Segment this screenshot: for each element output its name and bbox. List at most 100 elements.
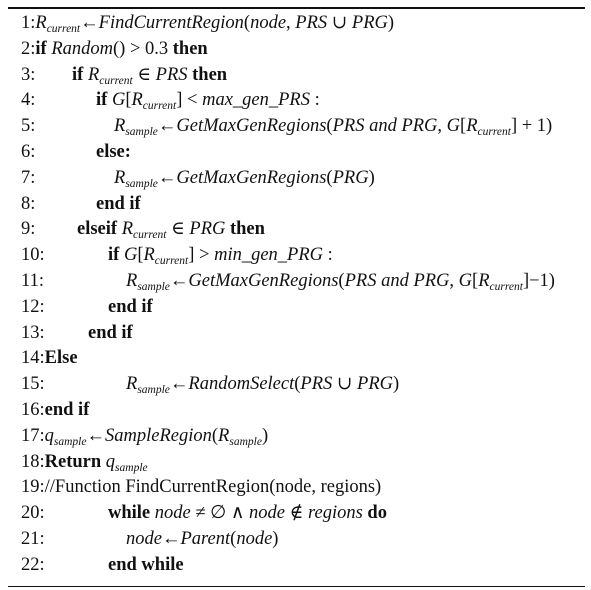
- subscript: current: [133, 229, 167, 242]
- code-token: ←: [169, 374, 189, 395]
- algorithm-line: 9:elseif Rcurrent ∈ PRG then: [21, 217, 581, 243]
- code-token: node: [249, 503, 286, 524]
- line-content: node←Parent(node): [72, 527, 278, 553]
- code-token: PRG: [332, 167, 369, 188]
- code-token: R: [126, 374, 138, 395]
- line-content: end while: [72, 553, 184, 579]
- code-token: max_gen_PRS: [202, 90, 310, 111]
- code-token: ←: [157, 167, 177, 188]
- code-token: R: [478, 270, 490, 291]
- algorithm-line: 1:Rcurrent←FindCurrentRegion(node, PRS ∪…: [21, 11, 581, 37]
- algorithm-line: 12: end if: [21, 295, 581, 321]
- algorithm-line: 10:if G[Rcurrent] > min_gen_PRG :: [21, 243, 581, 269]
- line-number: 13:: [21, 322, 45, 343]
- line-content: Rsample←GetMaxGenRegions(PRS and PRG, G[…: [72, 114, 552, 140]
- code-token: node: [126, 528, 162, 549]
- keyword: then: [225, 219, 265, 240]
- code-token: PRG: [189, 219, 226, 240]
- subscript: current: [46, 23, 81, 35]
- code-token: ): [368, 167, 375, 188]
- code-token: GetMaxGenRegions: [188, 270, 339, 291]
- algorithm-line: 19://Function FindCurrentRegion(node, re…: [21, 475, 581, 501]
- code-token: GetMaxGenRegions: [176, 116, 327, 137]
- code-token: R: [466, 116, 478, 137]
- code-token: (: [230, 528, 237, 549]
- code-token: (: [338, 270, 345, 291]
- code-token: ←: [80, 13, 99, 33]
- code-token: ←: [157, 116, 177, 137]
- line-number: 10:: [21, 245, 45, 266]
- line-number: 3:: [21, 64, 36, 85]
- algorithm-line: 14:Else: [21, 346, 581, 372]
- subscript: current: [99, 74, 133, 87]
- subscript: sample: [137, 384, 170, 397]
- line-number: 2:: [21, 38, 36, 59]
- code-token: ] + 1): [510, 116, 553, 137]
- code-token: ←: [86, 425, 105, 446]
- code-token: (: [326, 116, 333, 137]
- code-token: node: [250, 13, 287, 33]
- keyword: do: [362, 503, 387, 524]
- code-token: FindCurrentRegion: [98, 13, 244, 33]
- line-content: Rsample←GetMaxGenRegions(PRS and PRG, G[…: [72, 269, 555, 295]
- line-content: Rcurrent←FindCurrentRegion(node, PRS ∪ P…: [35, 11, 394, 37]
- code-token: (: [211, 425, 219, 446]
- line-number: 14:: [21, 348, 45, 369]
- line-content: qsample←SampleRegion(Rsample): [45, 424, 268, 450]
- code-token: R: [114, 116, 126, 137]
- code-token: node: [236, 528, 273, 549]
- algorithm-line: 6:else:: [21, 140, 581, 166]
- code-token: ∉: [285, 503, 308, 524]
- code-token: ,: [437, 116, 447, 137]
- keyword: end if: [96, 193, 141, 214]
- code-token: R: [126, 270, 138, 291]
- algorithm-line: 20:while node ≠ ∅ ∧ node ∉ regions do: [21, 501, 581, 527]
- code-token: RandomSelect: [188, 374, 295, 395]
- code-token: [: [137, 245, 144, 266]
- code-token: G: [111, 90, 126, 111]
- keyword: then: [187, 64, 228, 85]
- line-number: 12:: [21, 296, 45, 317]
- code-token: Parent: [180, 528, 231, 549]
- code-token: ,: [449, 270, 459, 291]
- line-number: 7:: [21, 167, 36, 188]
- code-token: ←: [161, 528, 181, 549]
- algorithm-line: 22:end while: [21, 553, 581, 579]
- algorithm-line: 17:qsample←SampleRegion(Rsample): [21, 424, 581, 450]
- code-token: node: [154, 503, 191, 524]
- line-content: end if: [45, 398, 90, 424]
- code-token: ] >: [188, 245, 215, 266]
- code-token: R: [143, 245, 155, 266]
- line-number: 15:: [21, 374, 45, 395]
- code-token: G: [123, 245, 138, 266]
- code-token: Random: [51, 38, 113, 59]
- line-content: end if: [72, 321, 133, 347]
- subscript: sample: [53, 435, 87, 448]
- keyword: end while: [108, 554, 184, 575]
- code-token: R: [114, 167, 126, 188]
- line-number: 9:: [21, 219, 36, 240]
- keyword: then: [172, 38, 208, 59]
- code-token: ): [261, 425, 269, 446]
- line-number: 19:: [21, 477, 45, 498]
- algorithm-line: 2:if Random() > 0.3 then: [21, 37, 581, 63]
- code-token: ] <: [176, 90, 203, 111]
- algorithm-listing: 1:Rcurrent←FindCurrentRegion(node, PRS ∪…: [21, 11, 581, 579]
- code-token: [: [125, 90, 132, 111]
- line-content: end if: [72, 295, 153, 321]
- line-content: Rsample←RandomSelect(PRS ∪ PRG): [72, 372, 399, 398]
- keyword: while: [108, 503, 155, 524]
- code-token: PRG: [357, 374, 393, 395]
- keyword: if: [108, 245, 124, 266]
- code-token: R: [35, 13, 47, 33]
- code-token: (: [243, 13, 251, 33]
- code-token: PRS: [295, 13, 328, 33]
- code-token: R: [131, 90, 143, 111]
- line-content: Else: [45, 346, 78, 372]
- algorithm-line: 21:node←Parent(node): [21, 527, 581, 553]
- code-token: PRS and PRG: [332, 116, 438, 137]
- code-token: (: [326, 167, 333, 188]
- code-token: ∈: [166, 219, 190, 240]
- bottom-rule: [8, 586, 585, 588]
- code-token: GetMaxGenRegions: [176, 167, 327, 188]
